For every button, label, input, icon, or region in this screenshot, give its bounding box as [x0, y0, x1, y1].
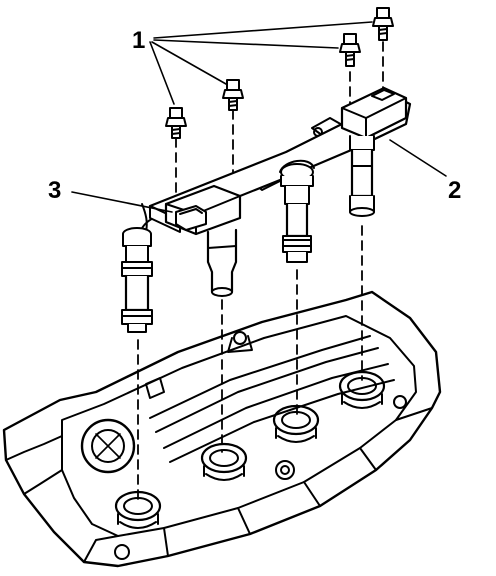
- ignition-coil-front: [164, 184, 242, 297]
- callout-1-label: 1: [132, 27, 145, 54]
- spark-plug-boot: [121, 203, 153, 333]
- leader-lines: [71, 21, 447, 213]
- valve-cover: [2, 290, 442, 568]
- callout-3-label: 3: [48, 177, 61, 204]
- callout-2-label: 2: [448, 177, 461, 204]
- ignition-coil-middle: [279, 159, 315, 263]
- coil-mounting-bolt: [372, 7, 394, 41]
- coil-mounting-bolt: [165, 107, 187, 139]
- alignment-lines: [137, 41, 384, 501]
- coil-mounting-bolt: [222, 79, 244, 111]
- coil-mounting-bolt: [339, 33, 361, 67]
- ignition-coil-rear: [340, 86, 408, 217]
